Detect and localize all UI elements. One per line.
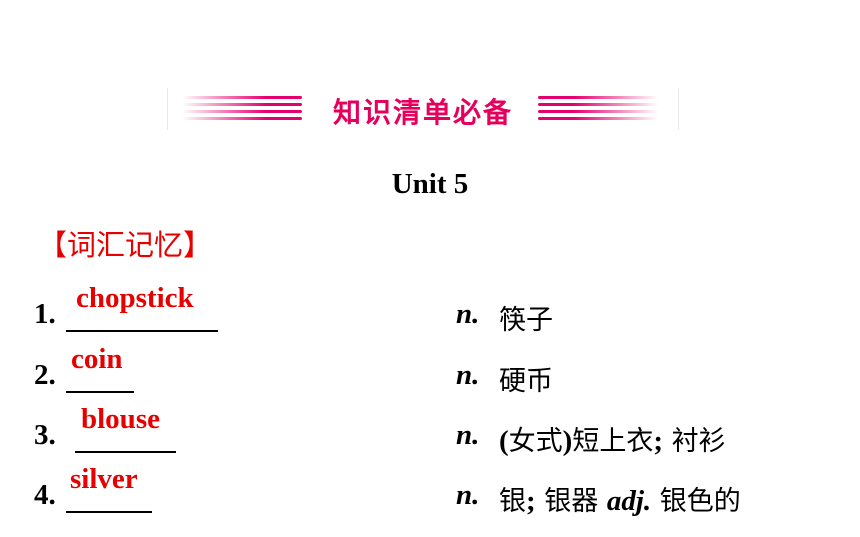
answer-blank [75, 451, 176, 453]
item-number: 2. [34, 359, 56, 391]
answer-word: chopstick [76, 282, 194, 314]
part-of-speech: n. [456, 298, 480, 330]
meaning: (女式)短上衣; 衬衫 [499, 425, 726, 457]
answer-blank [66, 511, 152, 513]
answer-word: silver [70, 463, 138, 495]
vocab-row-1: 1. chopstick n. 筷子 [0, 282, 860, 336]
section-banner: 知识清单必备 [167, 88, 679, 130]
vocab-row-2: 2. coin n. 硬币 [0, 343, 860, 397]
part-of-speech: n. [456, 479, 480, 511]
item-number: 3. [34, 419, 56, 451]
answer-blank [66, 391, 134, 393]
banner-stripes-left [182, 96, 302, 122]
answer-blank [66, 330, 218, 332]
banner-stripes-right [538, 96, 658, 122]
item-number: 4. [34, 479, 56, 511]
vocab-row-3: 3. blouse n. (女式)短上衣; 衬衫 [0, 403, 860, 457]
banner-title: 知识清单必备 [332, 96, 513, 129]
answer-word: blouse [81, 403, 160, 435]
meaning: 筷子 [499, 305, 553, 336]
vocab-row-4: 4. silver n. 银; 银器 adj. 银色的 [0, 463, 860, 517]
item-number: 1. [34, 298, 56, 330]
section-title: 【词汇记忆】 [38, 228, 213, 262]
answer-word: coin [71, 343, 123, 375]
part-of-speech: n. [456, 419, 480, 451]
meaning: 硬币 [499, 366, 553, 397]
unit-title: Unit 5 [391, 168, 469, 200]
part-of-speech: n. [456, 359, 480, 391]
meaning: 银; 银器 adj. 银色的 [499, 485, 741, 517]
